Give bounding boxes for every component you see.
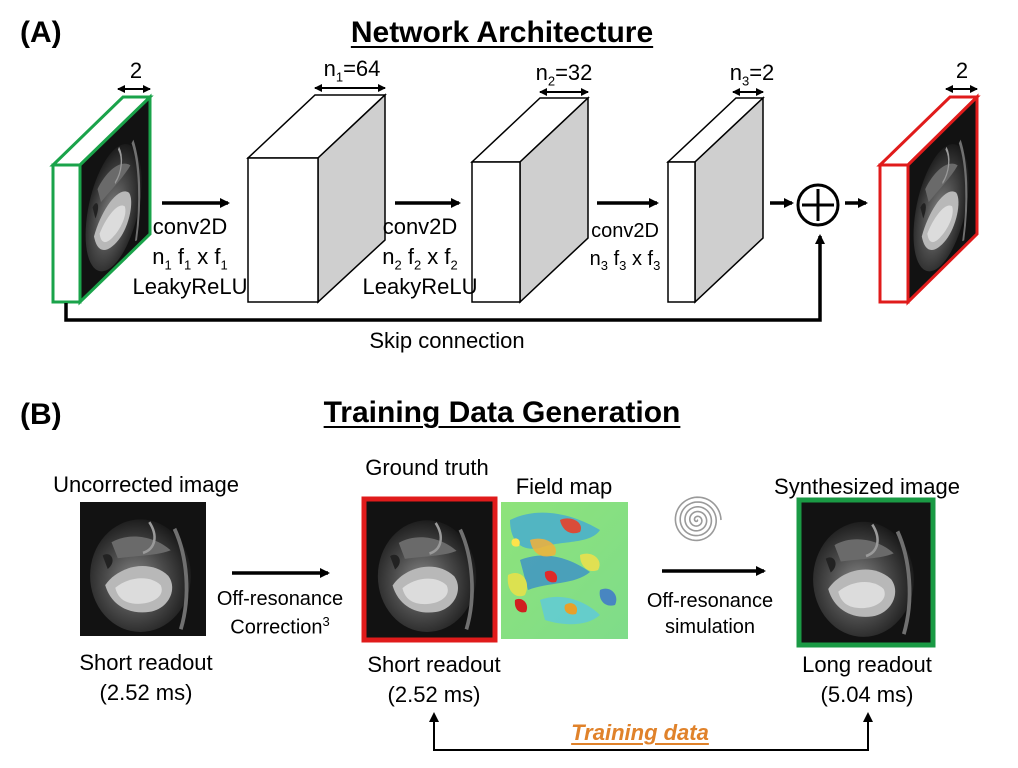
layer1-op: conv2D <box>152 214 228 239</box>
ground-truth-caption: Ground truth <box>365 455 489 480</box>
output-depth-label: 2 <box>955 58 969 83</box>
layer3-block <box>666 96 765 304</box>
layer2-activation: LeakyReLU <box>362 274 478 299</box>
input-depth-label: 2 <box>129 58 143 83</box>
skip-connection-label: Skip connection <box>369 328 525 353</box>
synthesized-readout: Long readout <box>802 652 932 677</box>
sum-node <box>796 183 840 227</box>
ground-truth-duration: (2.52 ms) <box>387 682 481 707</box>
skip-connection-arrow <box>64 234 825 322</box>
layer3-op: conv2D <box>591 220 659 242</box>
output-image-slab <box>876 93 981 306</box>
ground-truth-image <box>361 496 498 643</box>
synthesized-caption: Synthesized image <box>774 474 960 499</box>
spiral-trajectory-icon <box>674 496 722 542</box>
panel-b-label: (B) <box>20 398 62 431</box>
uncorrected-image <box>80 502 206 636</box>
layer1-block <box>246 93 387 304</box>
synthesized-image <box>796 497 936 648</box>
layer2-depth-label: n2=32 <box>535 60 593 89</box>
layer3-size: n3 f3 x f3 <box>589 248 661 273</box>
uncorrected-readout: Short readout <box>79 650 213 675</box>
correction-label-line1: Off-resonance <box>216 588 344 610</box>
layer3-depth-label: n3=2 <box>729 60 775 89</box>
input-image-slab <box>49 93 154 306</box>
ground-truth-readout: Short readout <box>367 652 501 677</box>
training-data-label: Training data <box>565 720 715 746</box>
panel-a-label: (A) <box>20 16 62 49</box>
simulation-label-line2: simulation <box>664 616 756 638</box>
layer1-activation: LeakyReLU <box>132 274 248 299</box>
correction-label-line2: Correction3 <box>230 614 330 639</box>
simulation-label-line1: Off-resonance <box>646 590 774 612</box>
field-map-caption: Field map <box>515 474 613 499</box>
layer2-size: n2 f2 x f2 <box>382 244 458 273</box>
panel-b-title: Training Data Generation <box>323 396 681 429</box>
uncorrected-caption: Uncorrected image <box>53 472 239 497</box>
panel-a-title: Network Architecture <box>350 16 654 49</box>
layer1-depth-label: n1=64 <box>323 56 381 85</box>
layer2-block <box>470 96 590 304</box>
synthesized-duration: (5.04 ms) <box>820 682 914 707</box>
uncorrected-duration: (2.52 ms) <box>99 680 193 705</box>
field-map-image <box>501 502 628 639</box>
layer1-size: n1 f1 x f1 <box>152 244 228 273</box>
layer2-op: conv2D <box>382 214 458 239</box>
